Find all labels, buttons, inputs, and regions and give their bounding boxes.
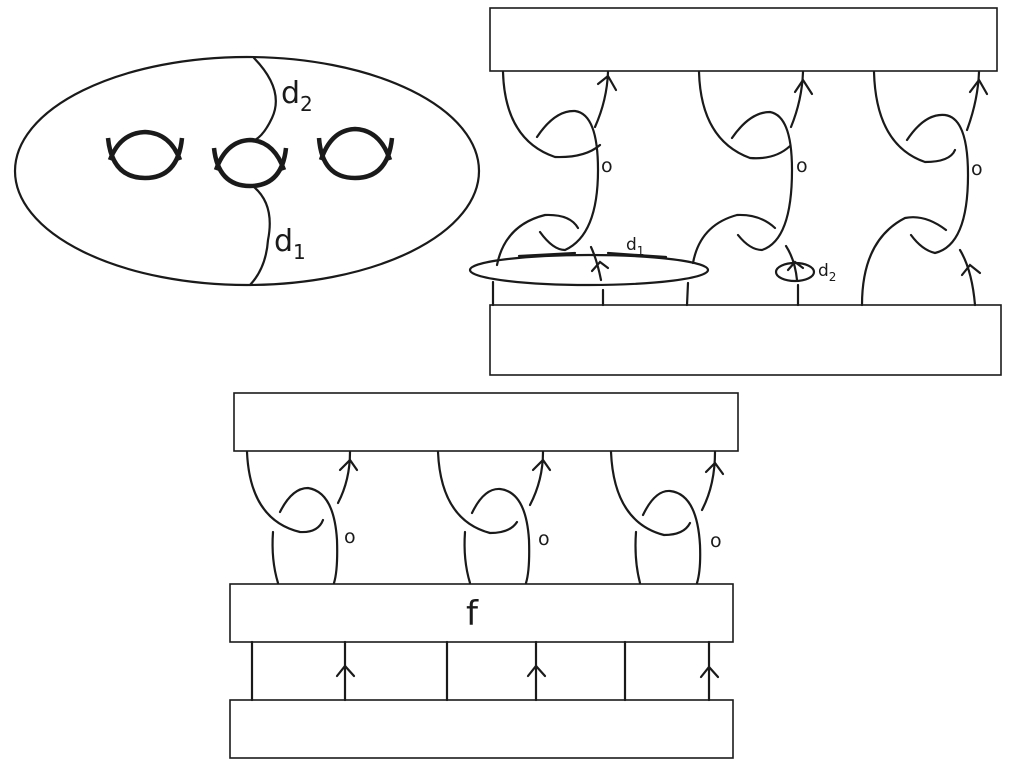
handle-right-top [318,126,393,161]
arrow-up-icon [590,260,610,273]
arrow-up-icon [699,665,720,679]
arrow-up-icon [526,664,547,678]
framing-label: o [538,528,550,550]
top-right-lower-box [489,304,1002,376]
d1-circle-label: d1 [626,235,644,258]
d2-label: d2 [281,76,313,116]
d1-label: d1 [274,224,306,264]
handle-mid-top [213,137,287,171]
f-box-label: f [466,594,479,634]
clasp-unit-1: o d1 [468,70,710,307]
arrow-up-icon [704,461,725,476]
bottom-lower-box [229,699,734,759]
framing-label: o [601,155,613,177]
handle-left-top [107,129,183,161]
d2-circle-label: d2 [818,261,836,284]
bottom-clasp-unit-2: o [436,450,552,702]
d2-circle [774,261,816,283]
d1-curve [248,185,271,287]
arrow-up-icon [968,78,989,96]
bottom-clasp-unit-3: o [609,450,725,702]
arrow-up-icon [335,664,356,678]
top-right-upper-box [489,7,998,72]
arrow-up-icon [531,458,552,472]
framing-label: o [971,158,983,180]
arrow-up-icon [960,263,982,277]
d1-circle [468,253,710,287]
framing-label: o [344,526,356,548]
genus-three-surface: d2 d1 [13,55,481,287]
bottom-tangle-diagram: f o o [229,392,739,759]
framing-label: o [710,530,722,552]
top-right-tangle-diagram: o d1 o d2 o [468,7,1002,376]
clasp-unit-2: o d2 [691,70,948,307]
clasp-unit-3: o [872,70,989,307]
arrow-up-icon [793,77,814,96]
bottom-upper-box [233,392,739,452]
surface-outline [13,55,481,287]
d2-curve [252,56,277,142]
arrow-up-icon [338,458,359,472]
bottom-clasp-unit-1: o [245,450,359,702]
framing-label: o [796,155,808,177]
f-box [229,583,734,643]
arrow-up-icon [596,74,618,92]
